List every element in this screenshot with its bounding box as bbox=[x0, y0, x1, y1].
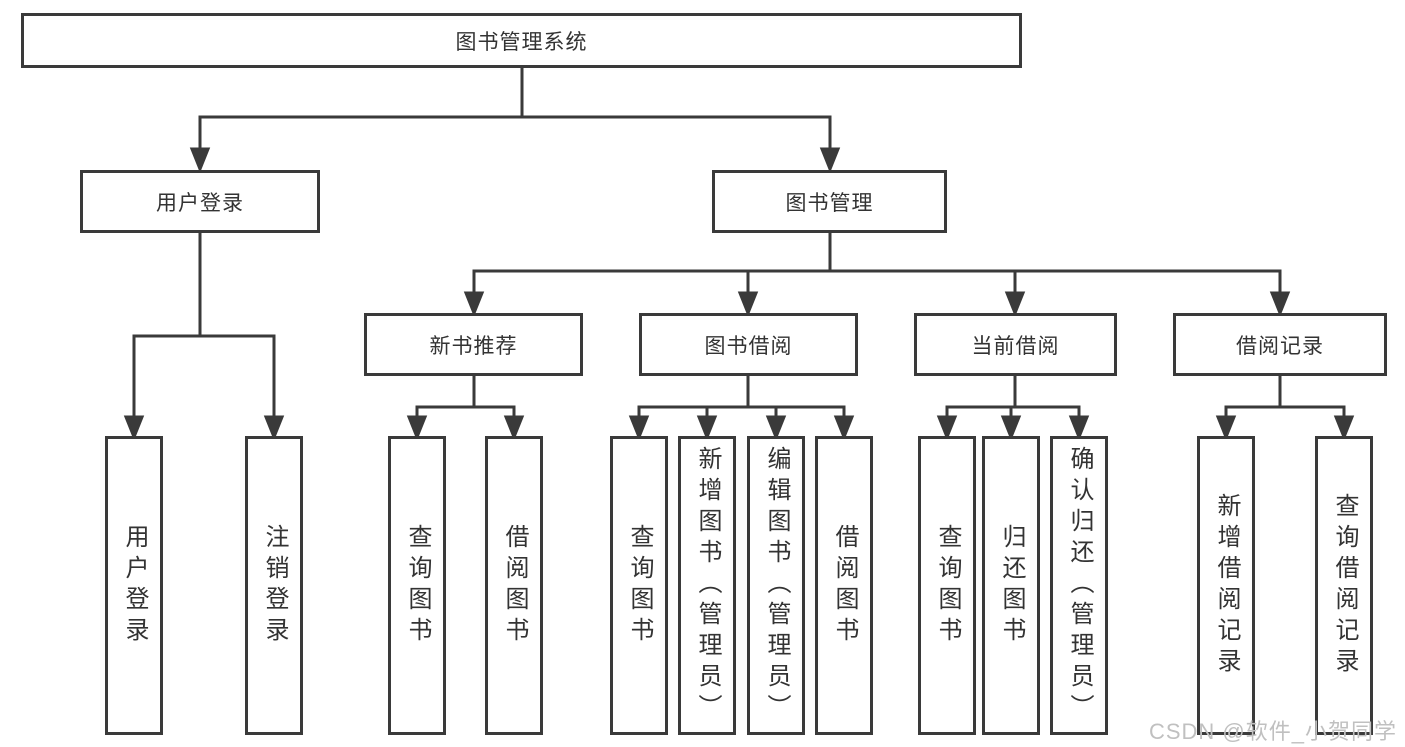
node-book-management: 图书管理 bbox=[712, 170, 947, 233]
node-borrow-records: 借阅记录 bbox=[1173, 313, 1387, 376]
leaf-borrow-books-recommend: 借阅图书 bbox=[485, 436, 543, 735]
leaf-confirm-return-admin: 确认归还（管理员） bbox=[1050, 436, 1108, 735]
watermark-text: CSDN @软件_小贺同学 bbox=[1148, 719, 1397, 744]
node-book-management-label: 图书管理 bbox=[785, 191, 874, 215]
node-root-label: 图书管理系统 bbox=[455, 30, 588, 54]
node-current-borrowing: 当前借阅 bbox=[914, 313, 1117, 376]
leaf-edit-books-admin: 编辑图书（管理员） bbox=[747, 436, 805, 735]
leaf-confirm-return-admin-label: 确认归还（管理员） bbox=[1066, 446, 1093, 725]
leaf-user-login: 用户登录 bbox=[105, 436, 163, 735]
leaf-return-books: 归还图书 bbox=[982, 436, 1040, 735]
leaf-query-books-borrowing: 查询图书 bbox=[610, 436, 668, 735]
node-user-login-branch: 用户登录 bbox=[80, 170, 320, 233]
node-borrow-records-label: 借阅记录 bbox=[1236, 334, 1324, 358]
leaf-query-borrow-record-label: 查询借阅记录 bbox=[1331, 492, 1358, 679]
leaf-add-books-admin: 新增图书（管理员） bbox=[678, 436, 736, 735]
node-book-borrowing: 图书借阅 bbox=[639, 313, 858, 376]
leaf-logout: 注销登录 bbox=[245, 436, 303, 735]
leaf-add-borrow-record: 新增借阅记录 bbox=[1197, 436, 1255, 735]
node-root-title: 图书管理系统 bbox=[21, 13, 1022, 68]
leaf-add-borrow-record-label: 新增借阅记录 bbox=[1213, 492, 1240, 679]
node-user-login-branch-label: 用户登录 bbox=[156, 191, 244, 215]
node-current-borrowing-label: 当前借阅 bbox=[971, 334, 1060, 358]
leaf-query-borrow-record: 查询借阅记录 bbox=[1315, 436, 1373, 735]
leaf-query-books-current-label: 查询图书 bbox=[934, 523, 961, 648]
leaf-query-books-recommend-label: 查询图书 bbox=[404, 523, 431, 648]
node-new-book-recommend-label: 新书推荐 bbox=[429, 334, 518, 358]
leaf-return-books-label: 归还图书 bbox=[998, 523, 1025, 648]
node-new-book-recommend: 新书推荐 bbox=[364, 313, 583, 376]
leaf-borrow-books-borrowing-label: 借阅图书 bbox=[831, 523, 858, 648]
leaf-edit-books-admin-label: 编辑图书（管理员） bbox=[763, 446, 790, 725]
leaf-logout-label: 注销登录 bbox=[261, 523, 288, 648]
leaf-add-books-admin-label: 新增图书（管理员） bbox=[694, 446, 721, 725]
leaf-query-books-borrowing-label: 查询图书 bbox=[626, 523, 653, 648]
leaf-borrow-books-recommend-label: 借阅图书 bbox=[501, 523, 528, 648]
leaf-query-books-recommend: 查询图书 bbox=[388, 436, 446, 735]
node-book-borrowing-label: 图书借阅 bbox=[704, 334, 793, 358]
leaf-borrow-books-borrowing: 借阅图书 bbox=[815, 436, 873, 735]
leaf-user-login-label: 用户登录 bbox=[121, 523, 148, 648]
leaf-query-books-current: 查询图书 bbox=[918, 436, 976, 735]
